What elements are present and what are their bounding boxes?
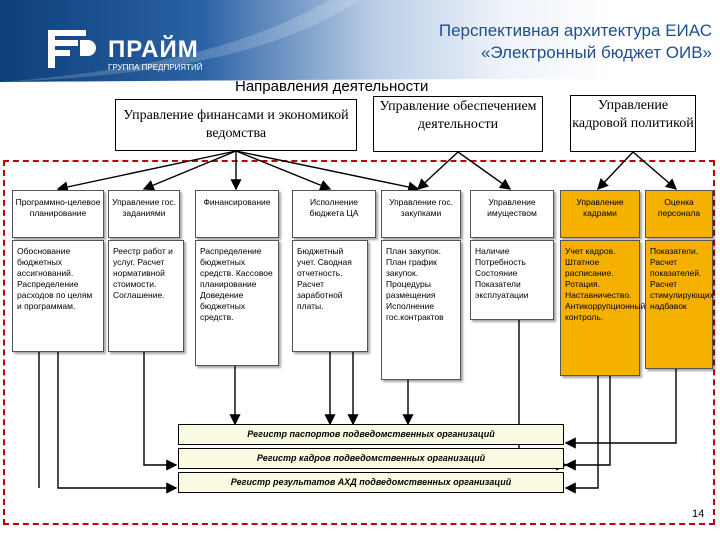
fn-head-staff-evaluation: Оценка персонала bbox=[645, 190, 713, 238]
registry-passports: Регистр паспортов подведомственных орган… bbox=[178, 424, 564, 445]
page-title: Перспективная архитектура ЕИАС «Электрон… bbox=[340, 20, 712, 64]
dashed-frame bbox=[3, 160, 715, 525]
directions-label: Направления деятельности bbox=[235, 78, 429, 95]
header-band bbox=[0, 0, 720, 82]
fn-body-personnel: Учет кадров. Штатное расписание. Ротация… bbox=[560, 240, 645, 376]
logo-subtitle: ГРУППА ПРЕДПРИЯТИЙ bbox=[108, 63, 203, 72]
fn-body-financing: Распределение бюджетных средств. Кассово… bbox=[195, 240, 279, 366]
fn-head-financing: Финансирование bbox=[195, 190, 279, 238]
fn-head-personnel: Управление кадрами bbox=[560, 190, 640, 238]
prime-logo-icon bbox=[48, 30, 96, 68]
header-swoosh bbox=[0, 0, 720, 82]
fn-body-procurement: План закупок. План график закупок. Проце… bbox=[381, 240, 461, 380]
page-number: 14 bbox=[692, 508, 705, 520]
fn-body-budget-execution: Бюджетный учет. Сводная отчетность. Расч… bbox=[292, 240, 368, 352]
fn-head-property: Управление имуществом bbox=[470, 190, 554, 238]
registry-ahd-results: Регистр результатов АХД подведомственных… bbox=[178, 472, 564, 493]
fn-head-state-tasks: Управление гос. заданиями bbox=[108, 190, 180, 238]
fn-body-property: Наличие Потребность Состояние Показатели… bbox=[470, 240, 554, 320]
direction-support: Управление обеспечением деятельности bbox=[373, 96, 543, 152]
title-line-2: «Электронный бюджет ОИВ» bbox=[480, 43, 712, 62]
direction-hr: Управление кадровой политикой bbox=[570, 95, 696, 152]
title-line-1: Перспективная архитектура ЕИАС bbox=[438, 21, 712, 40]
fn-head-procurement: Управление гос. закупками bbox=[381, 190, 461, 238]
fn-head-budget-execution: Исполнение бюджета ЦА bbox=[292, 190, 376, 238]
fn-head-planning: Программно-целевое планирование bbox=[12, 190, 104, 238]
fn-body-staff-evaluation: Показатели. Расчет показателей. Расчет с… bbox=[645, 240, 714, 369]
logo-name: ПРАЙМ bbox=[108, 36, 199, 63]
fn-body-planning: Обоснование бюджетных ассигнований. Расп… bbox=[12, 240, 104, 352]
registry-personnel: Регистр кадров подведомственных организа… bbox=[178, 448, 564, 469]
fn-body-state-tasks: Реестр работ и услуг. Расчет нормативной… bbox=[108, 240, 184, 352]
direction-finance: Управление финансами и экономикой ведомс… bbox=[115, 99, 357, 151]
